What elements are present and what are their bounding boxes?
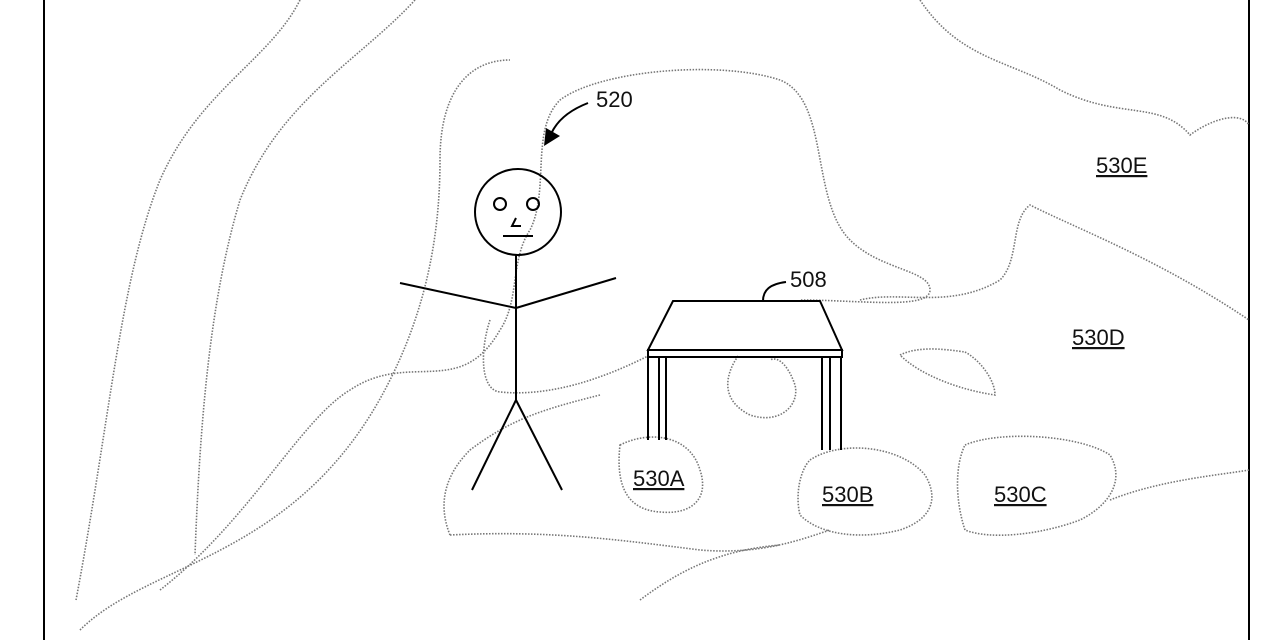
label-508: 508 <box>790 267 827 292</box>
label-530d: 530D <box>1072 325 1125 350</box>
table-object <box>646 281 844 450</box>
label-530a: 530A <box>633 466 685 491</box>
person-leader-arrow <box>544 102 589 146</box>
contour-lines <box>75 0 1250 631</box>
label-530e: 530E <box>1096 153 1147 178</box>
stick-figure-person <box>399 168 617 491</box>
label-520: 520 <box>596 87 633 112</box>
label-530b: 530B <box>822 482 873 507</box>
label-530c: 530C <box>994 482 1047 507</box>
region-outlines <box>618 435 1117 536</box>
